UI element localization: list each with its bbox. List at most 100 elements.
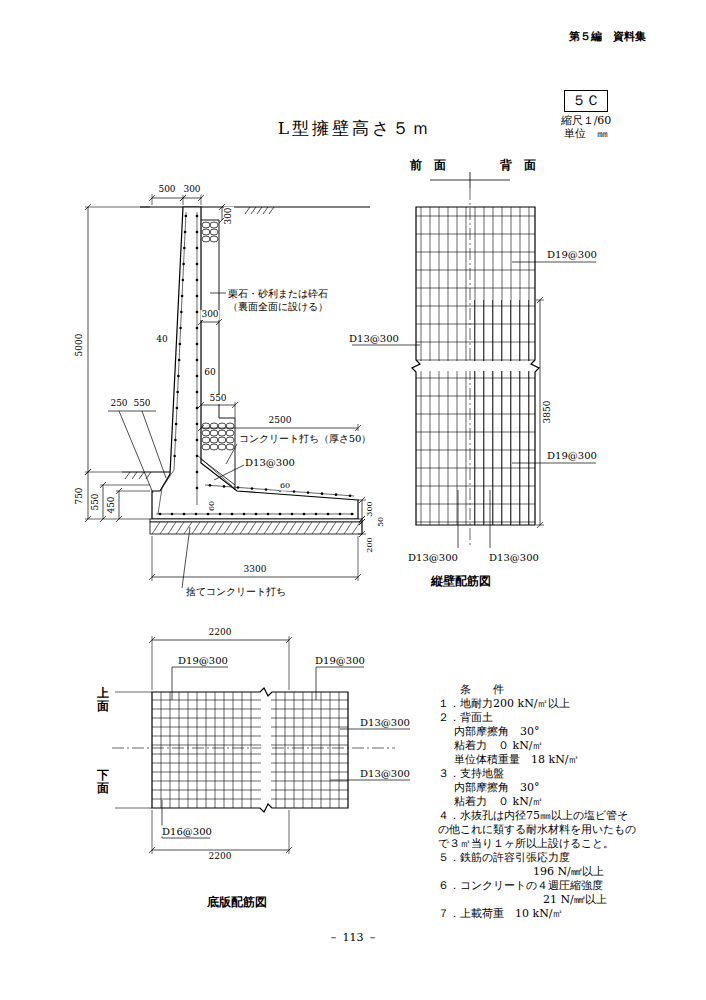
condition-line: 196 N/㎟以上 <box>533 865 638 879</box>
rebar-dot <box>267 513 270 516</box>
rebar-dot <box>219 513 222 516</box>
rebar-dot <box>279 513 282 516</box>
ground-hatch <box>245 207 274 214</box>
rebar-dot <box>182 279 185 282</box>
rebar-dot <box>196 327 199 330</box>
rebar-dot <box>251 487 254 490</box>
dimension-value: 60 <box>208 500 217 512</box>
rebar-dot <box>196 455 199 458</box>
section-header: 第５編 資料集 <box>568 31 647 43</box>
condition-line: 粘着力 ０ kN/㎡ <box>454 739 638 753</box>
rebar-dot <box>335 493 338 496</box>
rebar-dot <box>177 375 180 378</box>
ground-line <box>122 472 170 473</box>
rock-symbol <box>226 437 234 443</box>
rebar-label: D19@300 <box>546 450 598 461</box>
face-label: 前 面 <box>409 159 447 172</box>
condition-line: 内部摩擦角 30° <box>454 725 638 739</box>
rock-symbol <box>202 229 210 235</box>
face-label: 下 面 <box>96 769 110 795</box>
rebar-dot <box>196 359 199 362</box>
dimension-value: 3300 <box>243 565 268 575</box>
rebar-dot <box>181 295 184 298</box>
rebar-label: D13@300 <box>359 768 411 779</box>
dimension-value: 500 <box>157 185 176 195</box>
rebar-label: D13@300 <box>244 457 296 468</box>
rebar-dot <box>231 513 234 516</box>
material-note: 栗石・砂利または砕石 <box>227 288 329 299</box>
material-note: （裏面全面に設ける） <box>227 301 329 312</box>
rebar-dot <box>196 391 199 394</box>
rebar-dot <box>321 492 324 495</box>
rebar-grid <box>152 692 348 808</box>
rebar-dot <box>237 486 240 489</box>
rebar-dot <box>196 279 199 282</box>
dimension-value: 50 <box>377 516 386 528</box>
condition-line: 粘着力 ０ kN/㎡ <box>454 795 638 809</box>
dimension-value: 550 <box>91 492 101 511</box>
rebar-dot <box>207 513 210 516</box>
rebar-dot <box>196 375 199 378</box>
rebar-label: D19@300 <box>546 249 598 260</box>
rebar-dot <box>196 247 199 250</box>
view-marker <box>430 172 510 188</box>
material-note: コンクリート打ち（厚さ50） <box>238 433 373 444</box>
rebar-dot <box>209 484 212 487</box>
rock-symbol <box>210 229 218 235</box>
dimension-value: 300 <box>200 310 219 320</box>
rebar-dot <box>159 513 162 516</box>
rebar-label: D13@300 <box>348 333 400 344</box>
sheet-number: ５Ｃ <box>572 93 600 108</box>
rebar-dot <box>174 439 177 442</box>
condition-line: ４．水抜孔は内径75㎜以上の塩ビ管その他これに類する耐水材料を用いたもので３㎡当… <box>438 809 638 851</box>
break-band <box>405 361 539 371</box>
rebar-label: D13@300 <box>407 552 459 563</box>
rebar-dot <box>196 487 199 490</box>
rebar-dot <box>184 231 187 234</box>
condition-line: 21 N/㎟以上 <box>543 893 638 907</box>
rock-symbol <box>226 430 234 436</box>
rebar-dot <box>315 513 318 516</box>
rebar-dot <box>196 231 199 234</box>
rebar-dot <box>339 513 342 516</box>
rebar-dot <box>196 263 199 266</box>
rebar-label: D19@300 <box>177 655 229 666</box>
dimension-value: 550 <box>208 394 227 404</box>
rock-symbol <box>210 437 218 443</box>
dimension-value: 2500 <box>268 416 293 426</box>
rebar-dot <box>196 407 199 410</box>
rock-symbol <box>218 430 226 436</box>
dimension-value: 300 <box>224 206 234 225</box>
rebar-dot <box>196 439 199 442</box>
rebar-line <box>156 212 354 514</box>
rebar-dot <box>293 490 296 493</box>
rebar-dot <box>196 471 199 474</box>
rebar-dot <box>307 491 310 494</box>
rebar-dot <box>196 311 199 314</box>
condition-line: ２．背面土 <box>438 711 638 725</box>
rebar-dot <box>173 455 176 458</box>
dimension-value: 2200 <box>208 852 233 862</box>
rock-symbol <box>210 444 218 450</box>
rebar-dot <box>243 513 246 516</box>
extension-line <box>115 692 152 808</box>
dimension-value: 5000 <box>75 333 85 358</box>
drawing-title: L型擁壁高さ５ｍ <box>278 117 432 140</box>
rock-symbol <box>202 437 210 443</box>
rock-symbol <box>226 444 234 450</box>
condition-line: 条 件 <box>460 683 638 697</box>
sheet-number-box: ５Ｃ <box>564 90 608 112</box>
dimension-value: 60 <box>279 482 291 491</box>
rebar-dot <box>182 263 185 266</box>
rebar-dot <box>349 494 352 497</box>
rebar-dot <box>303 513 306 516</box>
rock-symbol <box>202 430 210 436</box>
rock-symbol <box>210 430 218 436</box>
drain-gravel-outline <box>201 220 235 490</box>
rebar-dot <box>196 295 199 298</box>
rock-symbol <box>210 236 218 242</box>
rock-symbol <box>210 222 218 228</box>
rebar-label: D19@300 <box>314 655 366 666</box>
rebar-dot <box>178 359 181 362</box>
